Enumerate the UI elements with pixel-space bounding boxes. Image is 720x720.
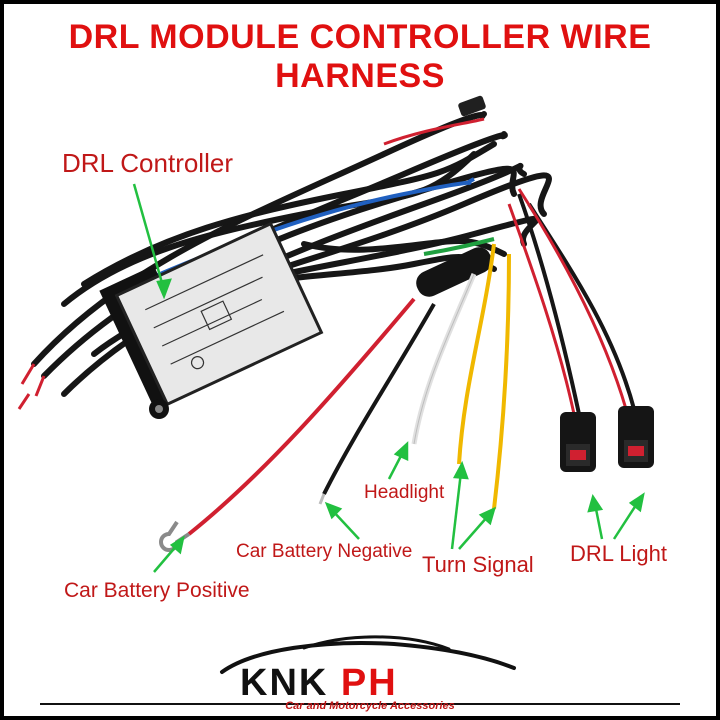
negative-wire-tip bbox=[318, 493, 326, 505]
fuse-holder bbox=[416, 247, 492, 297]
drl-controller-box bbox=[99, 221, 324, 419]
arrow-turn-left-icon bbox=[450, 460, 469, 550]
arrow-positive-icon bbox=[153, 535, 185, 573]
battery-negative-wire bbox=[322, 303, 436, 495]
arrow-negative-icon bbox=[324, 501, 360, 540]
logo-name-accent: PH bbox=[340, 662, 398, 704]
green-wire bbox=[423, 237, 495, 256]
red-top-wire bbox=[383, 117, 485, 146]
arrow-headlight-icon bbox=[387, 441, 409, 480]
drl-connector-left bbox=[560, 412, 596, 472]
top-connector bbox=[458, 95, 486, 117]
left-cut-wires bbox=[17, 363, 46, 410]
arrow-controller-icon bbox=[132, 183, 172, 300]
label-battery-negative: Car Battery Negative bbox=[236, 541, 413, 562]
label-battery-positive: Car Battery Positive bbox=[64, 579, 250, 602]
arrow-drl-left-icon bbox=[587, 494, 604, 540]
logo-name-main: KNK bbox=[240, 662, 329, 704]
wire-harness-illustration bbox=[17, 95, 680, 705]
brand-logo: KNK PH bbox=[240, 662, 398, 705]
battery-positive-wire bbox=[187, 297, 416, 536]
label-turn-signal: Turn Signal bbox=[422, 552, 534, 577]
drl-connector-right bbox=[618, 406, 654, 468]
turn-signal-wire-1 bbox=[457, 243, 496, 465]
turn-signal-wire-2 bbox=[492, 253, 511, 510]
label-arrows bbox=[132, 183, 645, 573]
arrow-drl-right-icon bbox=[612, 492, 645, 540]
logo-car-icon bbox=[220, 635, 516, 674]
page-title: DRL MODULE CONTROLLER WIRE HARNESS bbox=[68, 18, 652, 95]
label-drl-light: DRL Light bbox=[570, 541, 668, 566]
logo-tagline: Car and Motorcycle Accessories bbox=[285, 700, 455, 712]
arrow-turn-right-icon bbox=[458, 506, 496, 550]
label-headlight: Headlight bbox=[364, 482, 445, 503]
label-drl-controller: DRL Controller bbox=[62, 148, 233, 178]
